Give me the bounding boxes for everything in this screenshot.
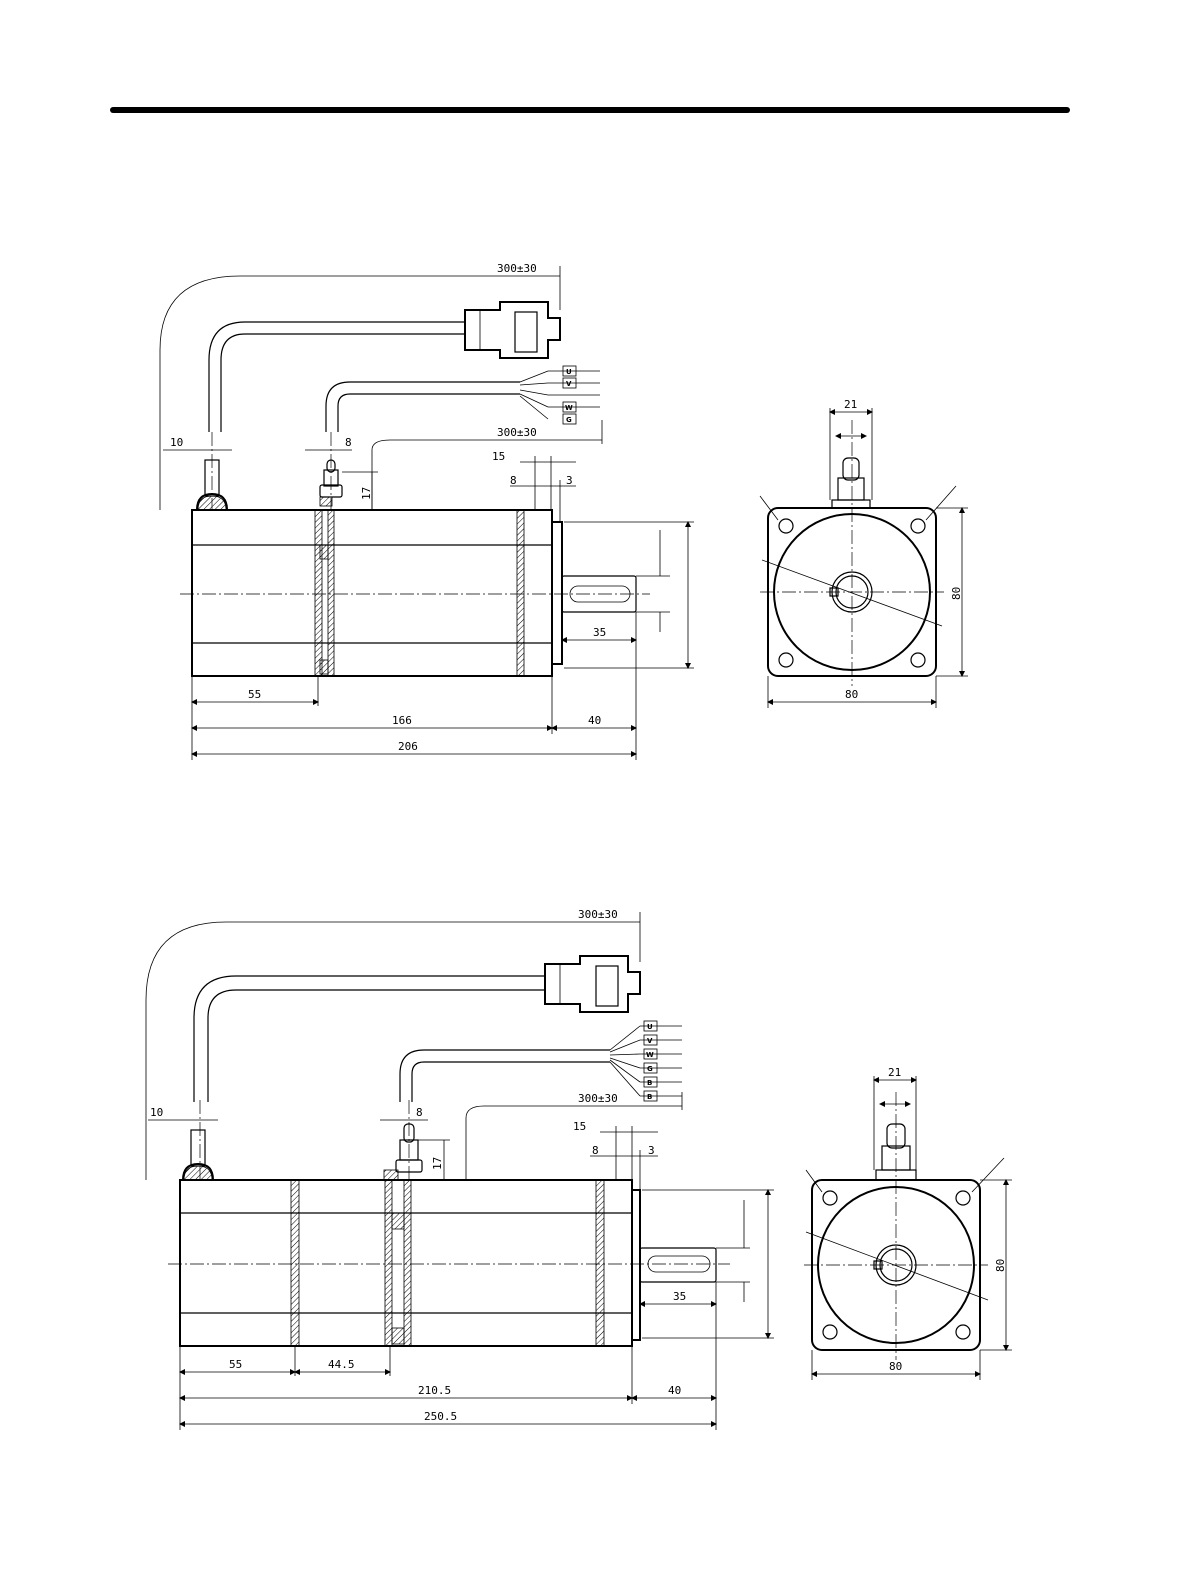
dim-10-1: 10	[170, 436, 183, 449]
dim-250-5-2: 250.5	[424, 1410, 457, 1423]
dim-17-1: 17	[360, 487, 373, 500]
dim-166-1: 166	[392, 714, 412, 727]
dim-21-1: 21	[844, 398, 857, 411]
dim-8b-1: 8	[510, 474, 517, 487]
pin-label: B	[647, 1093, 652, 1101]
encoder-cable-1	[209, 322, 465, 432]
dim-3-2: 3	[648, 1144, 655, 1157]
pin-label: G	[647, 1065, 653, 1073]
encoder-connector-1	[465, 302, 560, 358]
dim-80w-2: 80	[889, 1360, 902, 1373]
dim-80w-1: 80	[845, 688, 858, 701]
dim-35-1: 35	[593, 626, 606, 639]
pin-labels-2: U V W G B B	[644, 1021, 657, 1101]
dim-21-2: 21	[888, 1066, 901, 1079]
dim-15-2: 15	[573, 1120, 586, 1133]
encoder-cable-2	[194, 976, 545, 1102]
dim-8-2: 8	[416, 1106, 423, 1119]
dim-80h-1: 80	[950, 587, 963, 600]
dim-15-1: 15	[492, 450, 505, 463]
pin-label: W	[565, 404, 573, 412]
motor-shaft-2	[640, 1248, 716, 1282]
motor-body-1	[192, 510, 552, 676]
dim-55-1: 55	[248, 688, 261, 701]
pin-label: V	[647, 1037, 653, 1045]
motor-side-view-2: U V W G B B 300±30 300±30 10 8 17 15 8 3	[146, 908, 774, 1430]
dim-35-2: 35	[673, 1290, 686, 1303]
dim-44-5-2: 44.5	[328, 1358, 355, 1371]
dim-40-1: 40	[588, 714, 601, 727]
pin-label: U	[647, 1023, 653, 1031]
dim-cable-top-1: 300±30	[497, 262, 537, 275]
dim-210-5-2: 210.5	[418, 1384, 451, 1397]
motor-front-view-1: 21 80 80	[760, 398, 968, 708]
encoder-connector-2	[545, 956, 640, 1012]
dim-8b-2: 8	[592, 1144, 599, 1157]
dim-17-2: 17	[431, 1157, 444, 1170]
dim-3-1: 3	[566, 474, 573, 487]
dim-cable-bottom-2: 300±30	[578, 1092, 618, 1105]
motor-front-view-2: 21 80 80	[804, 1066, 1012, 1380]
pin-label: B	[647, 1079, 652, 1087]
pin-label: G	[566, 416, 572, 424]
pin-label: W	[646, 1051, 654, 1059]
dim-10-2: 10	[150, 1106, 163, 1119]
dim-cable-bottom-1: 300±30	[497, 426, 537, 439]
dim-55-2: 55	[229, 1358, 242, 1371]
dim-206-1: 206	[398, 740, 418, 753]
power-cable-1	[326, 382, 520, 432]
dim-8-1: 8	[345, 436, 352, 449]
dim-80h-2: 80	[994, 1259, 1007, 1272]
dim-cable-top-2: 300±30	[578, 908, 618, 921]
pin-label: U	[566, 368, 572, 376]
pin-label: V	[566, 380, 572, 388]
dim-40-2: 40	[668, 1384, 681, 1397]
motor-side-view-1: U V W G 300±30 300±30 10 8 17 15 8 3	[160, 262, 694, 760]
